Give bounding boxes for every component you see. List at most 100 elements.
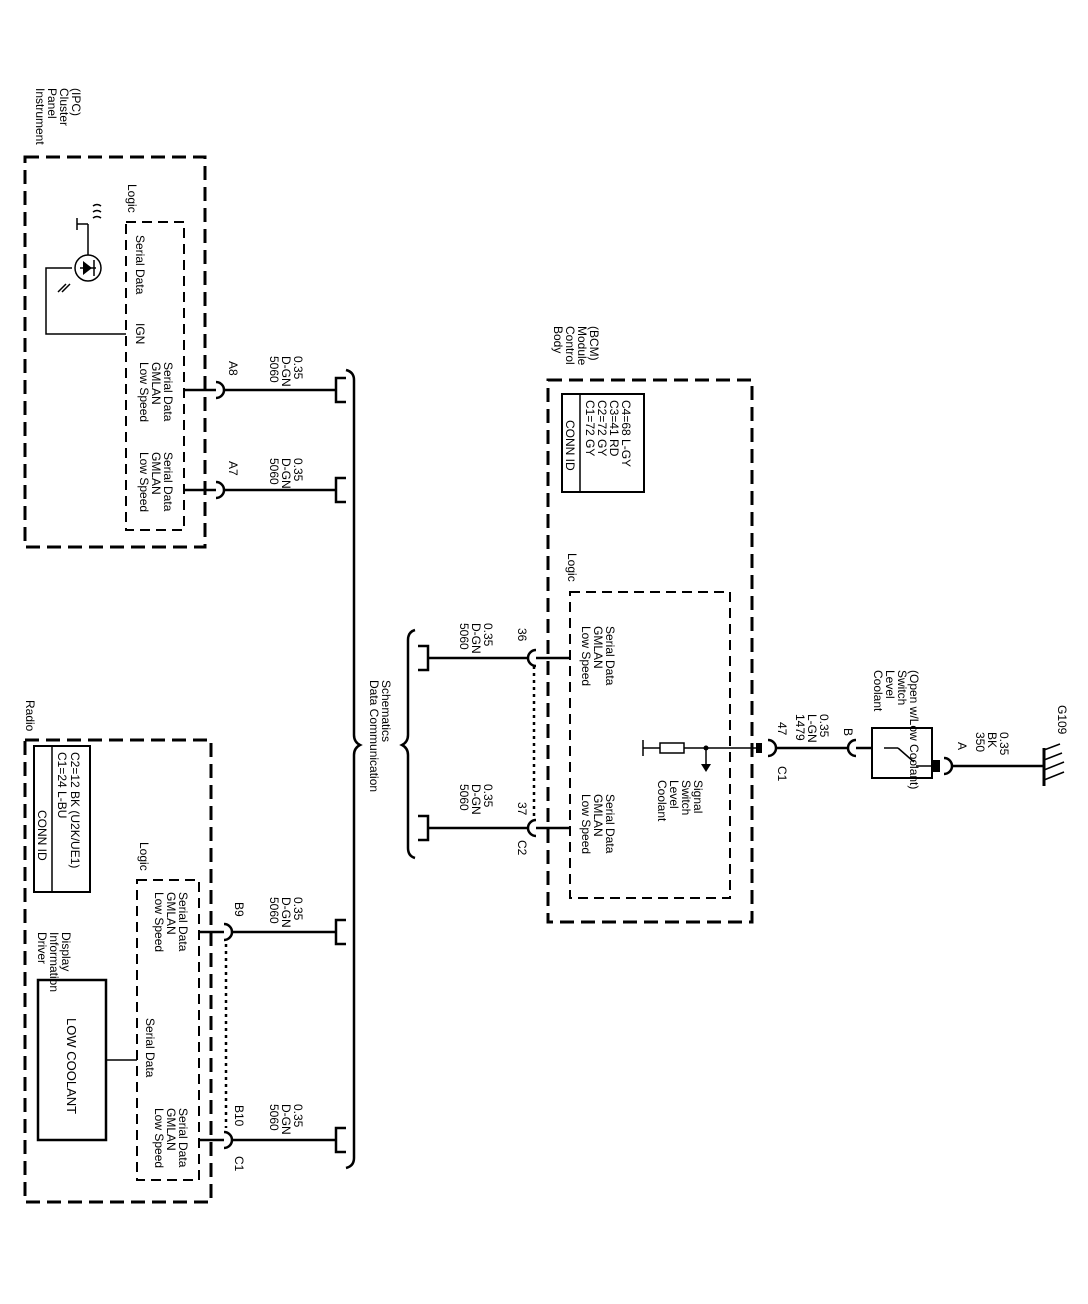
svg-text:Serial Data: Serial Data [603,626,617,686]
svg-text:Display: Display [59,932,73,971]
svg-text:0.35: 0.35 [291,458,305,482]
svg-text:Low Speed: Low Speed [579,794,593,854]
bcm-pin-36: 36 [515,628,529,642]
svg-text:Control: Control [563,326,577,365]
indicator-lamp-icon [57,203,102,293]
ipc-ign-label: IGN [133,323,147,344]
did-display-text: LOW COOLANT [64,1018,79,1114]
svg-text:D-GN: D-GN [279,458,293,489]
svg-text:Low Speed: Low Speed [152,892,166,952]
ipc-logic-box [125,221,185,531]
svg-text:(BCM): (BCM) [587,326,601,361]
coolant-signal-label: Coolant Level Switch Signal [655,780,705,822]
bcm-pin-37: 37 [515,802,529,816]
ipc-a7-connector-icon [215,480,226,500]
svg-text:5060: 5060 [267,1104,281,1131]
ipc-title: Instrument Panel Cluster (IPC) [33,88,83,145]
did-serial-data-label: Serial Data [143,1018,157,1078]
svg-text:GMLAN: GMLAN [164,892,178,935]
svg-text:Serial Data: Serial Data [603,794,617,854]
svg-text:Panel: Panel [45,88,59,119]
svg-text:IGN: IGN [133,323,147,344]
bcm-connector-c1: C1 [775,766,789,782]
bcm-conn-row: C1=72 GY [583,400,597,456]
svg-text:Instrument: Instrument [33,88,47,145]
bcm-low-speed-37-label: Low Speed GMLAN Serial Data [579,794,617,854]
ipc-wire-a7-label: 5060 D-GN 0.35 [267,458,305,489]
switch-title: Coolant Level Switch (Open w/Low Coolant… [871,670,921,789]
svg-text:Body: Body [551,326,565,353]
bcm-logic-box [569,591,731,899]
svg-text:5060: 5060 [457,784,471,811]
ipc-lamp-wire [45,267,126,335]
svg-text:5060: 5060 [457,623,471,650]
radio-pin-b10: B10 [232,1105,246,1127]
bcm-pin-47: 47 [775,722,789,736]
svg-text:GMLAN: GMLAN [591,794,605,837]
svg-text:1479: 1479 [793,714,807,741]
bcm-bus-brace [399,628,416,860]
svg-text:Schematics: Schematics [379,680,393,742]
switch-a-connector-icon [943,756,954,776]
ipc-a8-connector-icon [215,380,226,400]
ipc-low-speed-a7-label: Low Speed GMLAN Serial Data [137,452,175,512]
svg-text:Data Communication: Data Communication [367,680,381,792]
coolant-switch-box [871,727,933,779]
radio-wire-b10-label: 5060 D-GN 0.35 [267,1104,305,1135]
svg-text:Low Speed: Low Speed [137,362,151,422]
svg-text:Signal: Signal [691,780,705,813]
svg-text:GMLAN: GMLAN [164,1108,178,1151]
radio-low-speed-b9-label: Low Speed GMLAN Serial Data [152,892,190,952]
svg-text:GMLAN: GMLAN [149,362,163,405]
svg-text:Low Speed: Low Speed [152,1108,166,1168]
svg-text:L-GN: L-GN [805,714,819,743]
svg-text:Level: Level [883,670,897,699]
radio-conn-row: C2=12 BK (U2K/UE1) [68,752,82,868]
ground-icon [1042,743,1065,786]
svg-text:Switch: Switch [895,670,909,705]
svg-text:Switch: Switch [679,780,693,815]
svg-text:5060: 5060 [267,356,281,383]
svg-text:BK: BK [985,732,999,748]
svg-text:Information: Information [47,932,61,992]
radio-b10-splice-icon [334,1126,346,1154]
bcm-c1-pin-icon [756,743,762,753]
svg-text:5060: 5060 [267,458,281,485]
bcm-logic-label: Logic [565,553,579,582]
ground-wire-label: 350 BK 0.35 [973,732,1011,756]
svg-text:0.35: 0.35 [481,784,495,808]
radio-conn-row: C1=24 L-BU [55,752,69,818]
svg-text:Serial Data: Serial Data [133,235,147,295]
data-comm-bus-brace [345,368,363,1170]
bcm-module-outline [546,378,754,924]
data-comm-label: Data Communication Schematics [367,680,393,792]
radio-conn-id-table: CONN ID C1=24 L-BU C2=12 BK (U2K/UE1) [33,745,91,893]
radio-pin-b9: B9 [232,902,246,917]
svg-text:(IPC): (IPC) [69,88,83,116]
svg-text:D-GN: D-GN [279,1104,293,1135]
bcm-title: Body Control Module (BCM) [551,326,601,366]
radio-module-outline [23,738,213,1204]
svg-text:Low Speed: Low Speed [579,626,593,686]
radio-wire-b9-label: 5060 D-GN 0.35 [267,897,305,928]
svg-text:Serial Data: Serial Data [161,362,175,422]
pull-up-resistor-icon [642,740,760,772]
switch-pin-b: B [841,728,855,736]
svg-text:0.35: 0.35 [997,732,1011,756]
svg-text:Serial Data: Serial Data [176,1108,190,1168]
ground-label: G109 [1055,705,1069,735]
radio-logic-label: Logic [137,842,151,871]
ipc-a7-splice-icon [334,476,346,504]
bcm-wire-36-label: 5060 D-GN 0.35 [457,623,495,654]
switch-pin-a: A [955,742,969,750]
bcm-conn-id-header: CONN ID [563,420,577,471]
ipc-wire-a8-label: 5060 D-GN 0.35 [267,356,305,387]
bcm-37-splice-icon [418,814,430,842]
radio-logic-box [136,879,200,1181]
bcm-conn-row: C3=41 RD [607,400,621,457]
svg-text:Serial Data: Serial Data [161,452,175,512]
ipc-pin-a7: A7 [226,461,240,476]
svg-text:0.35: 0.35 [817,714,831,738]
svg-text:Cluster: Cluster [57,88,71,126]
